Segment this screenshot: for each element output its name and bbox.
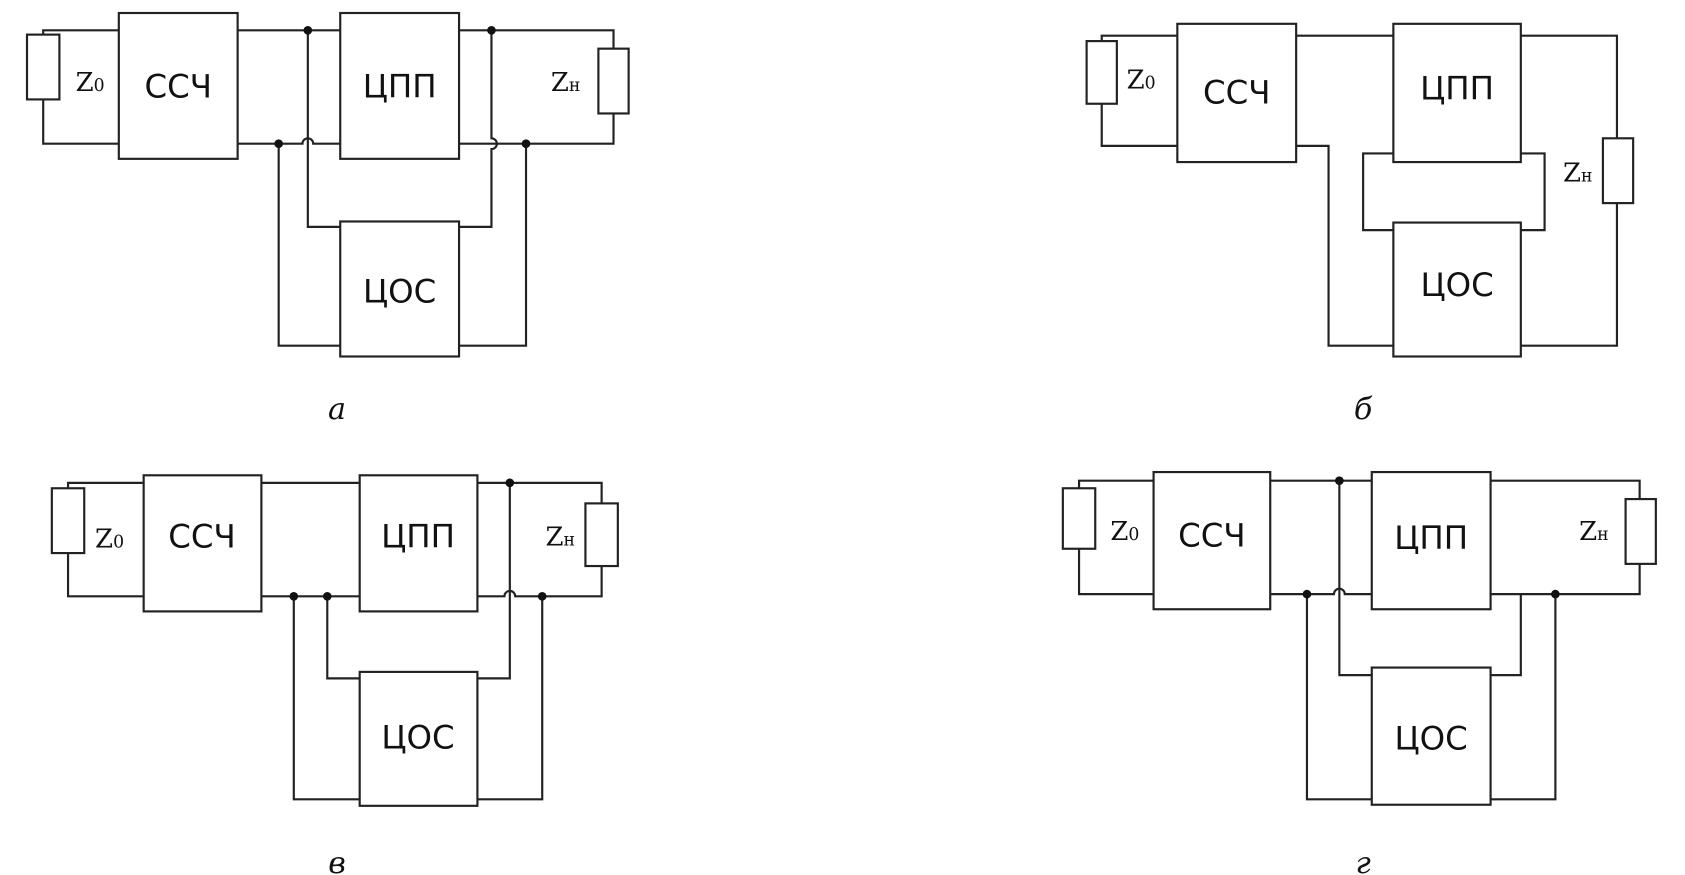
z0-label: Z0 [1127,66,1156,96]
panel-caption: г [1355,846,1370,875]
block-sshf-label: ССЧ [1178,517,1245,555]
block-sshf-label: ССЧ [1203,74,1270,112]
resistor-zn [1624,497,1657,565]
junction-dot [537,591,547,601]
z0-label: Z0 [95,525,124,555]
junction-dot [521,139,531,149]
block-cos [1370,666,1492,806]
zn-label: Zн [551,68,581,98]
resistor-zn [1601,137,1635,205]
block-cos [358,670,479,807]
junction-dot [289,591,299,601]
block-cos [339,220,461,358]
block-sshf [142,474,263,613]
junction-dot [322,591,332,601]
zn-label: Zн [1579,517,1609,547]
panel-g: ССЧ ЦПП ЦОС Z0 Zн г [1061,470,1657,875]
z0-label: Z0 [1110,517,1139,547]
junction-dot [1335,476,1344,486]
resistor-zn [597,47,630,115]
block-cpp-label: ЦПП [1394,519,1468,557]
resistor-zn [584,502,619,568]
resistor-z0 [1085,40,1118,105]
panel-caption: б [1354,392,1373,427]
wires [42,29,615,347]
block-cos-label: ЦОС [363,272,436,310]
panel-b: ССЧ ЦПП ЦОС Z0 Zн б [1085,22,1635,427]
zn-label: Zн [1563,159,1593,189]
junction-dot [274,139,283,149]
block-cos-label: ЦОС [1395,720,1468,758]
block-cos-label: ЦОС [381,719,454,757]
panel-v: ССЧ ЦПП ЦОС Z0 Zн в [50,474,619,875]
block-cpp-label: ЦПП [363,67,437,105]
block-sshf [1152,470,1272,611]
block-cpp-label: ЦПП [1420,69,1494,107]
resistor-z0 [25,33,61,101]
block-sshf [1176,22,1298,164]
block-cpp [1392,22,1522,164]
block-cpp [358,474,479,613]
junction-dot [505,478,515,488]
junction-dot [1551,589,1560,599]
junction-dot [303,25,313,35]
block-sshf-label: ССЧ [168,518,235,556]
wires [1100,34,1619,347]
panel-caption: в [328,846,346,875]
panel-caption: а [328,392,346,427]
resistor-z0 [1061,487,1097,550]
zn-label: Zн [545,523,575,553]
panel-a: ССЧ ЦПП ЦОС Z0 Zн а [25,11,630,427]
junction-dot [1302,589,1312,599]
block-cpp [339,11,461,160]
junction-dot [487,25,496,35]
resistor-z0 [50,487,86,555]
z0-label: Z0 [76,68,105,98]
block-sshf-label: ССЧ [144,67,211,105]
block-cos [1392,221,1522,358]
block-sshf [117,11,239,160]
block-cpp [1370,470,1492,611]
wires [1077,479,1641,801]
block-cpp-label: ЦПП [381,518,455,556]
wires [66,481,603,801]
block-cos-label: ЦОС [1420,266,1493,304]
